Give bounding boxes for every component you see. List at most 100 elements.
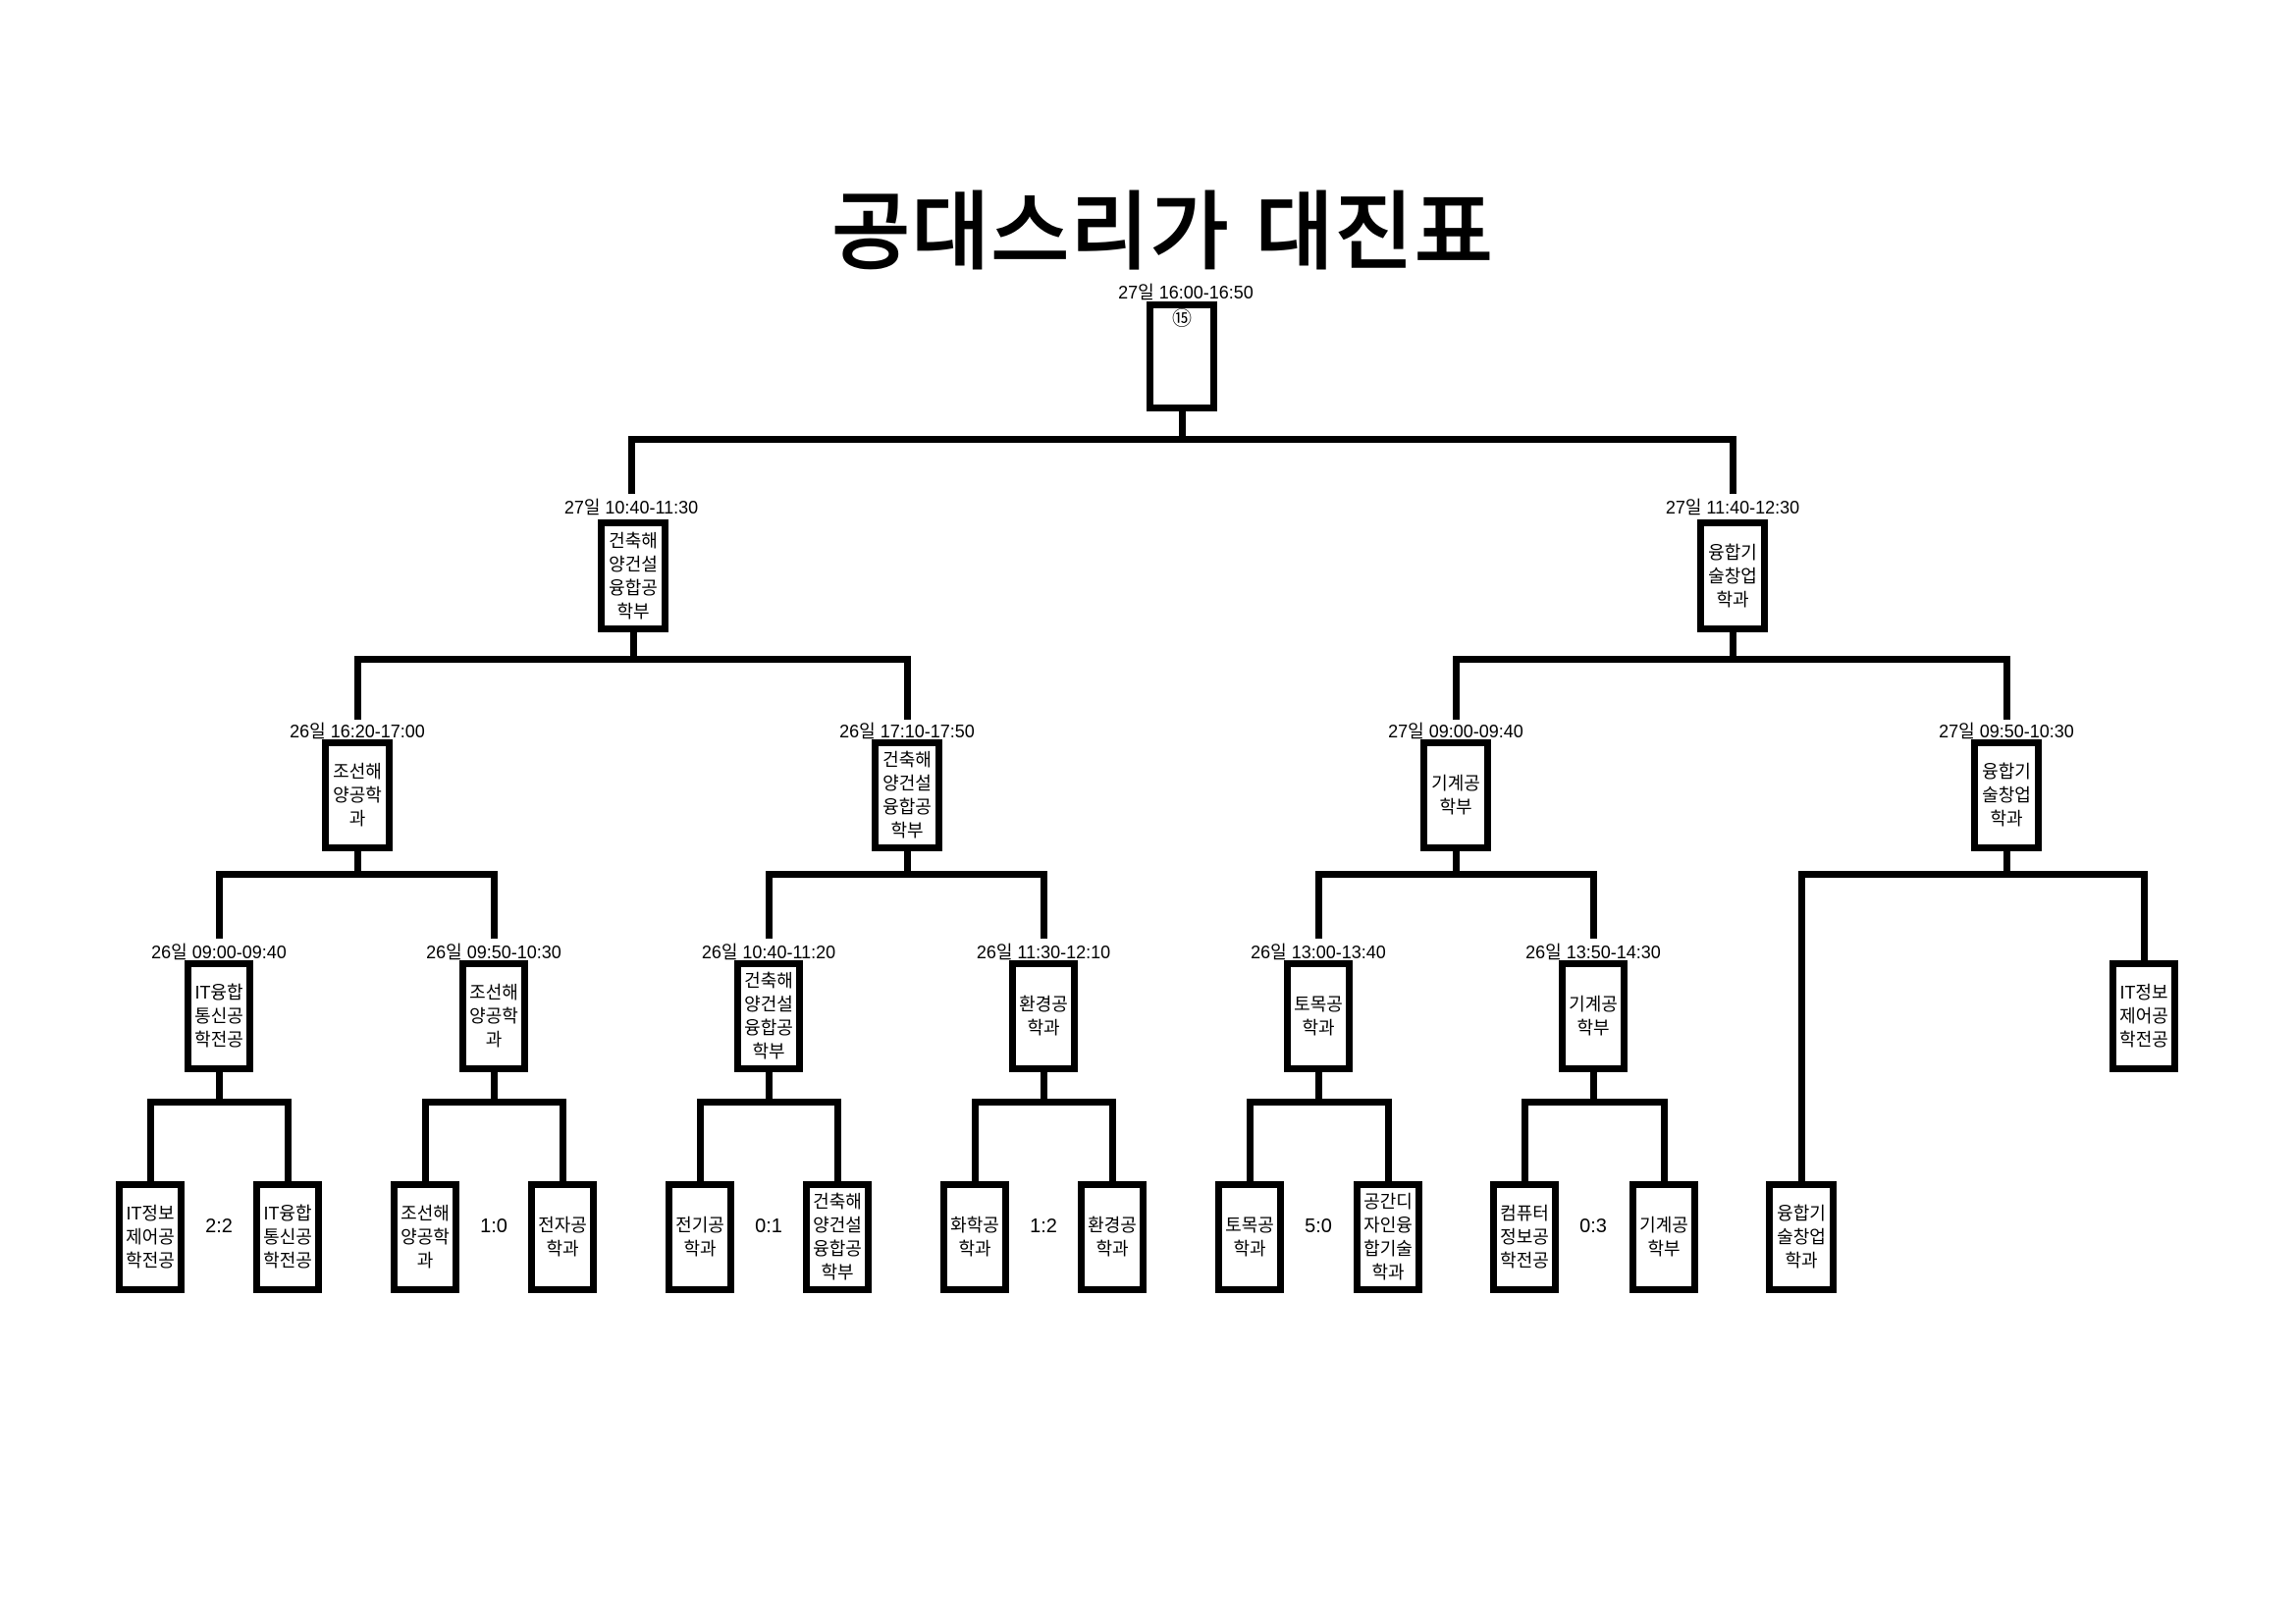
team-name: 기계공학부 <box>1639 1216 1688 1259</box>
bracket-connector <box>1522 1099 1668 1106</box>
team-name: 환경공학과 <box>1019 995 1068 1038</box>
bracket-connector <box>216 871 498 878</box>
round1-match1-left-box: IT정보제어공학전공 <box>116 1181 185 1293</box>
bracket-connector <box>1798 871 2148 878</box>
quarterfinal-4-box: 융합기술창업학과 <box>1971 739 2042 851</box>
bracket-connector <box>834 1099 841 1181</box>
team-name: 전기공학과 <box>675 1216 724 1259</box>
bracket-connector <box>354 851 361 878</box>
round2-5-box: 토목공학과 <box>1284 960 1353 1072</box>
round2-1-time-label: 26일 09:00-09:40 <box>151 943 287 962</box>
bracket-connector <box>630 632 637 662</box>
round1-match1-right-box: IT융합통신공학전공 <box>253 1181 322 1293</box>
bracket-connector <box>1453 656 1460 720</box>
round2-2-time-label: 26일 09:50-10:30 <box>426 943 561 962</box>
round2-4-box: 환경공학과 <box>1009 960 1078 1072</box>
round1-match4-score: 1:2 <box>1030 1216 1057 1237</box>
team-name: 건축해양건설융합공학부 <box>813 1192 862 1282</box>
team-name: 컴퓨터정보공학전공 <box>1500 1204 1549 1271</box>
bracket-connector <box>147 1099 291 1106</box>
team-name: 전자공학과 <box>538 1216 587 1259</box>
bracket-connector <box>697 1099 840 1106</box>
quarterfinal-3-time-label: 27일 09:00-09:40 <box>1388 722 1523 741</box>
bracket-connector <box>628 436 1736 443</box>
bracket-connector <box>216 871 223 939</box>
bracket-connector <box>904 656 911 720</box>
bracket-connector <box>697 1099 704 1181</box>
bracket-connector <box>1590 871 1597 939</box>
bracket-connector <box>491 871 498 939</box>
round1-match2-score: 1:0 <box>480 1216 507 1237</box>
bracket-connector <box>1041 871 1047 939</box>
team-name: 조선해양공학과 <box>333 762 382 829</box>
team-name: 토목공학과 <box>1225 1216 1274 1259</box>
round1-match5-score: 5:0 <box>1305 1216 1332 1237</box>
team-name: 토목공학과 <box>1294 995 1343 1038</box>
team-name: 기계공학부 <box>1569 995 1618 1038</box>
team-name: 기계공학부 <box>1431 774 1480 817</box>
bracket-connector <box>1590 1072 1597 1106</box>
round2-bye-box: IT정보제어공학전공 <box>2109 960 2178 1072</box>
bracket-connector <box>766 871 773 939</box>
bracket-connector <box>1798 871 1805 1181</box>
team-name: 융합기술창업학과 <box>1982 762 2031 829</box>
bracket-connector <box>904 851 911 878</box>
round2-1-box: IT융합통신공학전공 <box>185 960 253 1072</box>
bracket-connector <box>560 1099 566 1181</box>
bracket-connector <box>1247 1099 1392 1106</box>
final-seed-number: ⑮ <box>1172 308 1192 330</box>
bracket-connector <box>1247 1099 1254 1181</box>
team-name: IT정보제어공학전공 <box>126 1204 175 1271</box>
round1-match3-left-box: 전기공학과 <box>666 1181 734 1293</box>
bracket-connector <box>216 1072 223 1106</box>
team-name: 건축해양건설융합공학부 <box>609 530 658 622</box>
bracket-connector <box>1385 1099 1392 1181</box>
bracket-connector <box>354 656 361 720</box>
team-name: 융합기술창업학과 <box>1777 1204 1826 1271</box>
team-name: 공간디자인융합기술학과 <box>1363 1192 1413 1282</box>
round1-match2-right-box: 전자공학과 <box>528 1181 597 1293</box>
bracket-connector <box>1661 1099 1668 1181</box>
quarterfinal-2-box: 건축해양건설융합공학부 <box>872 739 942 851</box>
round1-match5-right-box: 공간디자인융합기술학과 <box>1354 1181 1422 1293</box>
bracket-connector <box>2003 656 2010 720</box>
round1-match6-score: 0:3 <box>1579 1216 1607 1237</box>
final-match-box: ⑮ <box>1147 301 1217 411</box>
round1-match3-score: 0:1 <box>755 1216 782 1237</box>
round1-match6-right-box: 기계공학부 <box>1629 1181 1698 1293</box>
round1-bye-box: 융합기술창업학과 <box>1766 1181 1837 1293</box>
round1-match5-left-box: 토목공학과 <box>1215 1181 1284 1293</box>
bracket-connector <box>1315 871 1597 878</box>
team-name: 조선해양공학과 <box>400 1204 450 1271</box>
team-name: IT융합통신공학전공 <box>263 1204 312 1271</box>
bracket-connector <box>628 436 635 494</box>
semifinal-2-box: 융합기술창업학과 <box>1697 519 1768 632</box>
bracket-connector <box>1179 411 1186 443</box>
bracket-connector <box>354 656 911 663</box>
quarterfinal-2-time-label: 26일 17:10-17:50 <box>839 722 975 741</box>
semifinal-2-time-label: 27일 11:40-12:30 <box>1665 498 1800 517</box>
round2-3-box: 건축해양건설융합공학부 <box>734 960 803 1072</box>
team-name: 화학공학과 <box>950 1216 999 1259</box>
team-name: IT정보제어공학전공 <box>2119 983 2168 1050</box>
bracket-connector <box>147 1099 154 1181</box>
round2-5-time-label: 26일 13:00-13:40 <box>1251 943 1386 962</box>
quarterfinal-1-time-label: 26일 16:20-17:00 <box>290 722 425 741</box>
final-time-label: 27일 16:00-16:50 <box>1118 283 1254 302</box>
bracket-connector <box>1730 436 1736 494</box>
bracket-connector <box>1730 632 1736 662</box>
bracket-connector <box>422 1099 565 1106</box>
bracket-connector <box>766 1072 773 1106</box>
bracket-connector <box>1109 1099 1116 1181</box>
round1-match1-score: 2:2 <box>205 1216 233 1237</box>
bracket-connector <box>1522 1099 1528 1181</box>
quarterfinal-1-box: 조선해양공학과 <box>322 739 393 851</box>
team-name: 융합기술창업학과 <box>1708 542 1757 610</box>
bracket-connector <box>972 1099 1115 1106</box>
bracket-connector <box>766 871 1047 878</box>
round1-match4-right-box: 환경공학과 <box>1078 1181 1147 1293</box>
semifinal-1-box: 건축해양건설융합공학부 <box>598 519 668 632</box>
semifinal-1-time-label: 27일 10:40-11:30 <box>563 498 699 517</box>
round1-match6-left-box: 컴퓨터정보공학전공 <box>1490 1181 1559 1293</box>
